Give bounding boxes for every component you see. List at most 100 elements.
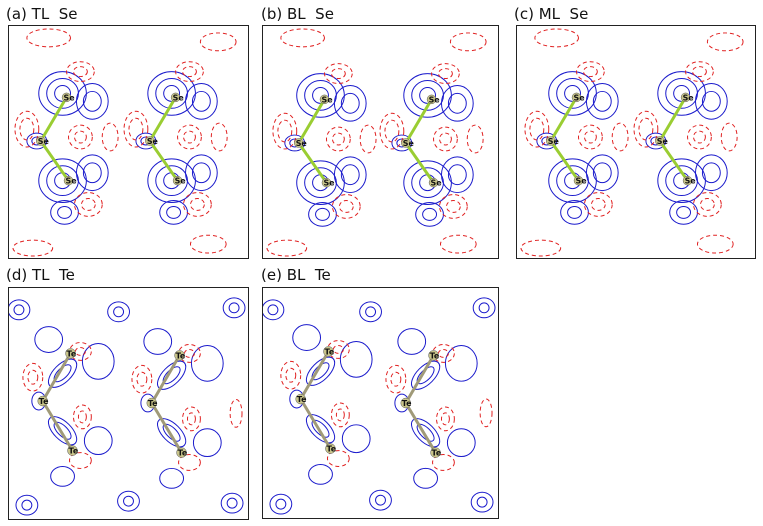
unit0-upper-lobe-0 — [305, 356, 336, 386]
edge-loop-2-0 — [15, 494, 39, 516]
unit1-atom-label-2: Se — [175, 177, 186, 186]
unit1-bond-upper — [404, 98, 433, 144]
unit1-atom-label-0: Se — [429, 95, 440, 104]
corner-neg-br-0 — [439, 234, 477, 254]
unit1-bot-right-lobe-1 — [191, 162, 211, 184]
unit0-neg-bot-0 — [326, 450, 350, 467]
unit0-top-right-lobe-0 — [75, 83, 109, 120]
panel-d-title: (d) TL Te — [6, 266, 75, 284]
unit0-bond-lower — [297, 142, 328, 184]
unit1-neg-bot-1 — [445, 200, 461, 213]
unit1-atom-1 — [145, 136, 155, 146]
unit0-neg-right-0 — [101, 122, 119, 152]
unit1-bond-lower — [150, 402, 183, 454]
unit0-top-lobe-0 — [292, 324, 322, 351]
unit0-right-low-lobe-0 — [83, 426, 113, 456]
unit0-atom-label-0: Te — [324, 347, 334, 356]
unit1-bond-upper — [658, 96, 687, 142]
unit0-atom-1 — [293, 138, 304, 148]
unit0-neg-left-1 — [19, 117, 35, 141]
unit0-neg-left-1 — [277, 119, 293, 143]
unit1-neg-left-0 — [123, 110, 149, 148]
unit1-neg-mid-1 — [440, 412, 450, 426]
unit1-neg-mid-1 — [693, 130, 706, 144]
unit0-neg-left-0 — [22, 362, 44, 392]
unit0-atom-label-1: Te — [39, 397, 49, 406]
unit0-bot-lobe-0 — [308, 463, 333, 485]
unit1-neg-mid-1 — [186, 412, 196, 426]
unit1-right-low-lobe-0 — [446, 428, 476, 458]
unit0-atom-label-2: Se — [66, 177, 77, 186]
unit0-atom-label-0: Se — [64, 93, 75, 102]
unit1-neg-left-1 — [390, 371, 402, 387]
unit1-neg-top-1 — [438, 68, 453, 80]
unit1-bond-upper — [150, 354, 181, 404]
unit1-neg-left-1 — [384, 119, 400, 143]
unit0-bond-upper — [39, 96, 68, 142]
unit0-upper-lobe-0 — [47, 358, 78, 388]
edge-loop-5-1 — [113, 306, 125, 318]
unit0-neg-mid-1 — [331, 132, 345, 146]
unit0-neg-mid-1 — [77, 410, 87, 424]
unit0-atom-label-1: Se — [296, 139, 307, 148]
unit1-right-low-lobe-0 — [192, 428, 222, 458]
unit0-bot-right-lobe-0 — [585, 154, 619, 192]
unit0-lower-lobe-0 — [305, 414, 336, 444]
unit1-bot-right-lobe-0 — [694, 154, 728, 192]
unit1-bot-far-lobe-1 — [676, 205, 692, 219]
unit1-neg-mid-1 — [183, 130, 196, 144]
unit0-atom-label-1: Se — [38, 137, 49, 146]
unit1-neg-mid-0 — [433, 126, 458, 152]
unit0-neg-bot-0 — [69, 452, 92, 469]
unit1-atom-0 — [680, 92, 691, 103]
unit0-neg-top-1 — [582, 66, 598, 78]
unit0-bot-right-lobe-1 — [340, 164, 360, 186]
corner-neg-tr-0 — [706, 32, 744, 52]
unit0-atom-label-1: Te — [297, 395, 307, 404]
unit0-right-lobe-0 — [81, 343, 115, 380]
unit1-neg-left-1 — [128, 117, 144, 141]
unit0-neg-right-0 — [359, 124, 377, 154]
corner-neg-br-0 — [189, 234, 227, 254]
unit0-bond-lower — [39, 140, 70, 182]
unit1-neg-top-1 — [437, 348, 449, 358]
unit0-atom-label-2: Se — [576, 177, 587, 186]
unit0-neg-mid-1 — [583, 130, 597, 144]
edge-neg-right-0 — [229, 399, 243, 428]
unit0-neg-left-0 — [280, 360, 302, 390]
edge-loop-3-0 — [470, 491, 494, 513]
unit1-atom-label-0: Se — [683, 93, 694, 102]
unit1-neg-bot-0 — [183, 192, 212, 217]
unit1-top-lobe-0 — [397, 328, 427, 355]
unit1-bot-far-lobe-0 — [415, 201, 444, 227]
unit0-bot-right-lobe-1 — [592, 162, 612, 184]
unit1-atom-label-2: Se — [685, 177, 696, 186]
unit1-neg-left-0 — [385, 364, 407, 394]
unit1-atom-0 — [428, 350, 439, 361]
edge-loop-0-0 — [263, 299, 285, 321]
unit1-bot-right-lobe-1 — [701, 162, 721, 184]
unit0-atom-label-2: Te — [326, 445, 336, 454]
unit0-bot-far-lobe-1 — [315, 207, 330, 221]
unit0-atom-label-1: Se — [548, 137, 559, 146]
unit0-neg-right-0 — [611, 122, 629, 152]
panel-c-title: (c) ML Se — [514, 5, 589, 23]
unit0-lower-lobe-0 — [47, 416, 78, 446]
unit0-atom-label-2: Te — [69, 447, 79, 456]
unit1-upper-lobe-0 — [411, 360, 441, 390]
edge-loop-3-1 — [476, 496, 488, 508]
unit1-neg-right-0 — [210, 122, 228, 152]
unit0-neg-bot-0 — [73, 192, 103, 217]
unit1-neg-mid-0 — [436, 406, 455, 432]
unit0-neg-top-1 — [332, 345, 344, 354]
unit1-atom-0 — [426, 94, 437, 105]
corner-neg-bl-0 — [12, 239, 54, 257]
unit0-atom-2 — [321, 177, 332, 188]
unit0-neg-mid-0 — [325, 126, 351, 152]
unit1-neg-top-0 — [431, 63, 460, 84]
unit1-neg-left-1 — [638, 117, 654, 141]
edge-loop-4-1 — [123, 495, 134, 507]
unit0-bond-lower — [299, 398, 332, 450]
unit1-bot-far-lobe-0 — [669, 200, 698, 225]
